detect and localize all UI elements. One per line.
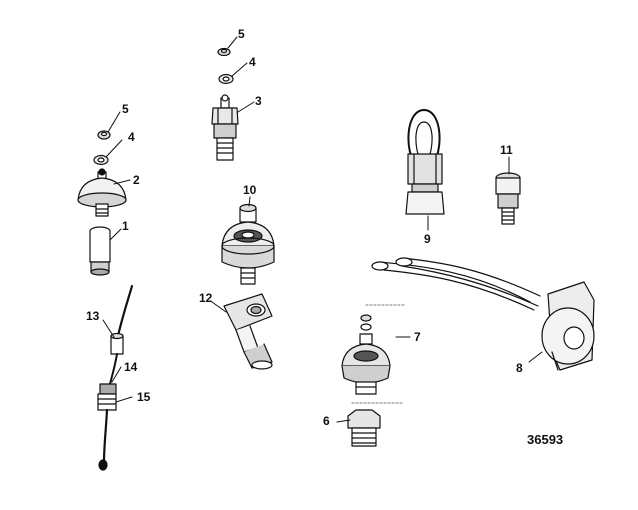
- callout-5-top: 5: [238, 27, 245, 41]
- callout-8: 8: [516, 361, 523, 375]
- leader-lines: [102, 36, 543, 423]
- callout-1: 1: [122, 219, 129, 233]
- adapter-part-6: [347, 402, 405, 447]
- tee-fitting-part-12: [223, 293, 273, 370]
- callout-4-top: 4: [249, 55, 256, 69]
- figure-number: 36593: [527, 432, 564, 447]
- callout-13: 13: [86, 309, 100, 323]
- pressure-switch-part-7: [341, 304, 405, 395]
- callout-11: 11: [500, 143, 513, 157]
- temperature-sender-part-3: [211, 94, 239, 161]
- adapter-part-1: [89, 226, 111, 276]
- sensor-part-10: [221, 203, 275, 285]
- callout-10: 10: [243, 183, 257, 197]
- callout-14: 14: [124, 360, 138, 374]
- washer-part-4-left: [93, 154, 109, 166]
- sender-cable-parts-13-15: [97, 284, 134, 471]
- callout-5-left: 5: [122, 102, 129, 116]
- callout-7: 7: [414, 330, 421, 344]
- callout-15: 15: [137, 390, 151, 404]
- wiring-harness-part-8: [371, 257, 595, 371]
- oil-pressure-switch-part-2: [77, 168, 127, 217]
- sensor-with-clip-part-9: [405, 109, 445, 215]
- callout-2: 2: [133, 173, 140, 187]
- callout-6: 6: [323, 414, 330, 428]
- nut-part-5-left: [97, 130, 111, 140]
- callout-3: 3: [255, 94, 262, 108]
- callout-12: 12: [199, 291, 213, 305]
- sensor-part-11: [495, 172, 521, 225]
- washer-part-4-top: [218, 73, 234, 85]
- callout-4-left: 4: [128, 130, 135, 144]
- callout-9: 9: [424, 232, 431, 246]
- nut-part-5-top: [217, 47, 231, 57]
